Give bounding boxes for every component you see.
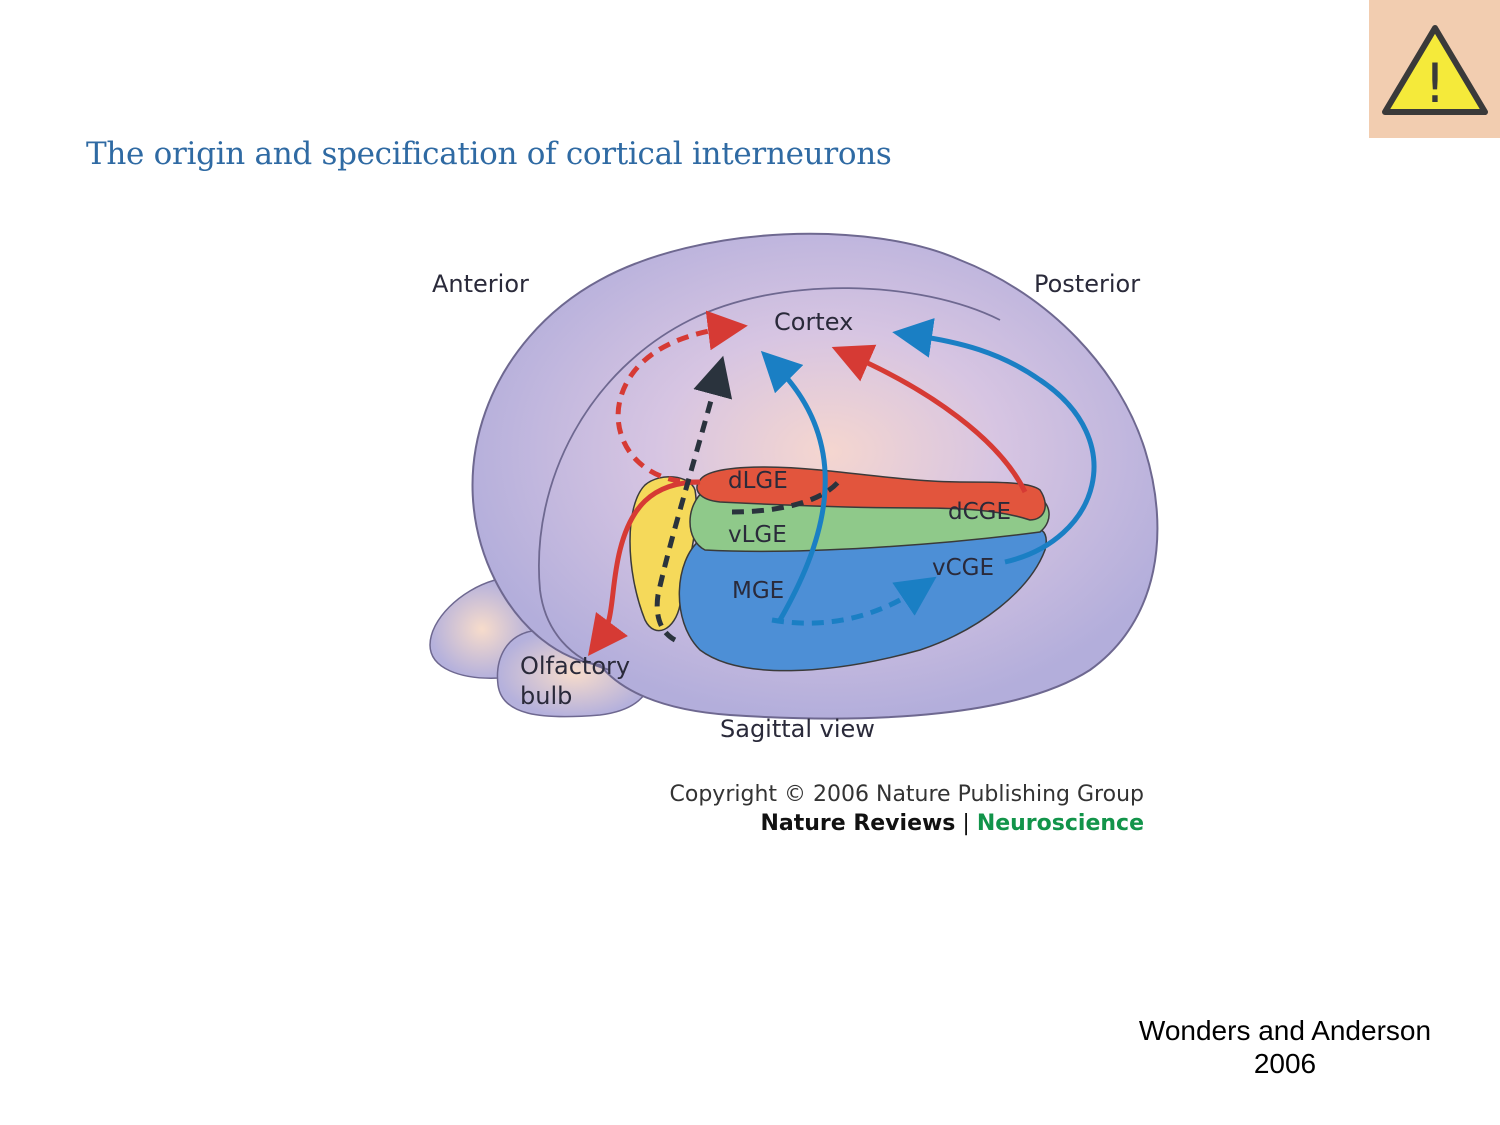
- label-bulb: bulb: [520, 682, 572, 710]
- slide-title: The origin and specification of cortical…: [86, 136, 892, 172]
- blue-path-mge-cortex: [760, 350, 828, 622]
- black-dashed-path: [654, 355, 733, 643]
- label-mge: MGE: [732, 578, 784, 604]
- label-cortex: Cortex: [774, 308, 853, 336]
- brain-diagram: Anterior Posterior Cortex dLGE vLGE MGE …: [429, 232, 1159, 743]
- citation: Wonders and Anderson 2006: [1110, 1014, 1460, 1080]
- label-dcge: dCGE: [948, 499, 1011, 525]
- blue-path-vcge-cortex: [892, 318, 1097, 565]
- cortex-fold-line: [538, 287, 1001, 671]
- journal-name: Nature Reviews: [760, 811, 956, 836]
- warning-badge: !: [1369, 0, 1500, 138]
- copyright-line: Copyright © 2006 Nature Publishing Group: [669, 782, 1144, 807]
- label-olfactory: Olfactory: [520, 652, 630, 680]
- label-vcge: vCGE: [932, 555, 994, 581]
- copyright-block: Copyright © 2006 Nature Publishing Group…: [670, 782, 1144, 836]
- citation-year: 2006: [1253, 1048, 1317, 1079]
- red-path-dcge-cortex: [831, 344, 1028, 494]
- warning-triangle-icon: !: [1382, 25, 1488, 115]
- warning-mark: !: [1424, 52, 1446, 115]
- journal-separator: |: [955, 811, 977, 836]
- label-vlge: vLGE: [728, 522, 787, 548]
- journal-line: Nature Reviews | Neuroscience: [670, 811, 1144, 836]
- label-posterior: Posterior: [1034, 270, 1140, 298]
- dlge-region: [696, 466, 1046, 521]
- black-dashed-lge: [731, 478, 842, 515]
- red-path-olfactory: [588, 479, 701, 657]
- citation-authors: Wonders and Anderson: [1138, 1015, 1432, 1046]
- label-dlge: dLGE: [728, 468, 788, 494]
- journal-subtitle: Neuroscience: [976, 811, 1144, 836]
- blue-dashed-path-mge-vcge: [771, 576, 937, 626]
- label-sagittal-view: Sagittal view: [720, 715, 875, 743]
- red-dashed-path-cortex: [615, 310, 748, 485]
- label-anterior: Anterior: [432, 270, 529, 298]
